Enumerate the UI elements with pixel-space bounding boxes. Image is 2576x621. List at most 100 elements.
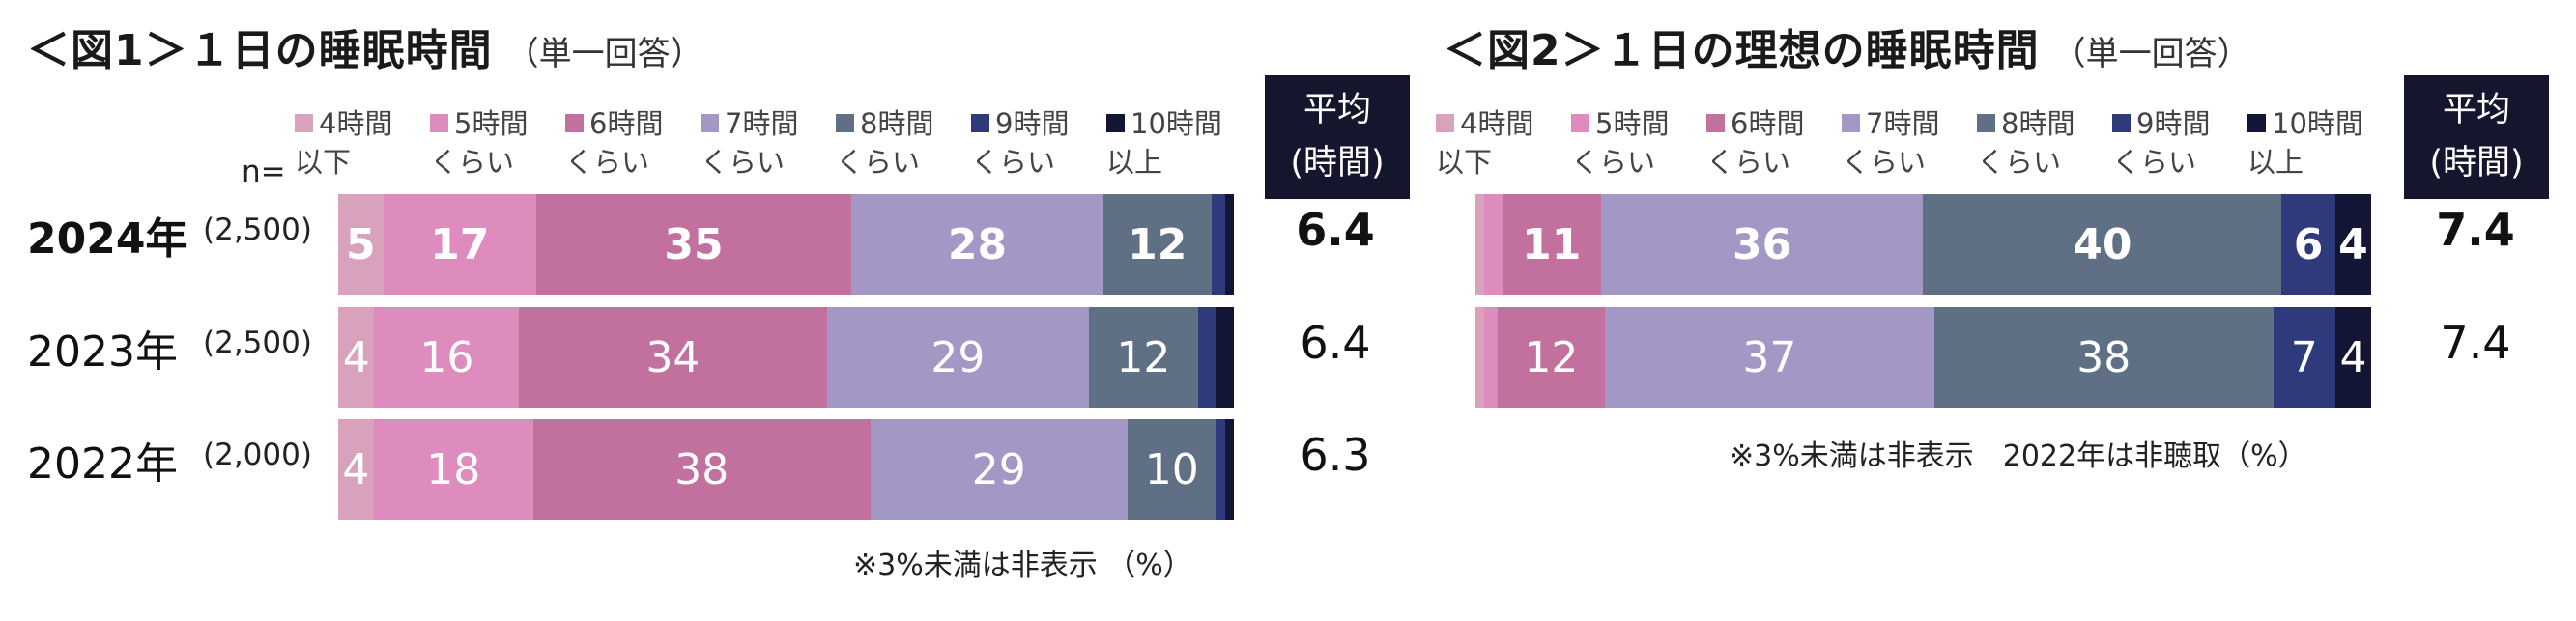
bar-segment [1484,307,1499,408]
bar-segment: 17 [383,194,536,295]
legend-label: 6時間くらい [565,104,664,182]
bar-segment: 18 [373,419,533,520]
row-average-value: 6.4 [1300,317,1371,369]
legend-swatch [430,114,448,132]
bar-segment: 7 [2273,307,2336,408]
legend-label-line: 以下 [295,146,352,179]
legend-swatch [971,114,989,132]
figure1-note: ※3%未満は非表示 （%） [853,549,1192,582]
row-sample-size: (2,500) [203,212,312,247]
legend-item: 9時間くらい [2112,104,2247,182]
legend-item: 8時間くらい [836,104,971,182]
row-year-label: 2023年 [27,327,178,377]
bar-segment: 34 [519,307,827,408]
legend-item: 10時間以上 [1106,104,1259,182]
legend-label: 5時間くらい [430,104,529,182]
legend-label: 6時間くらい [1706,104,1805,182]
figure1-average-header-line1: 平均 [1302,91,1371,129]
figure1-n-label: n= [242,155,286,189]
legend-label-line: 8時間 [2001,107,2075,140]
legend-label: 5時間くらい [1571,104,1669,182]
bar-segment: 4 [338,419,374,520]
figure2-title: ＜図2＞１日の理想の睡眠時間 （単一回答） [1444,15,2250,77]
bar-segment [1197,307,1216,408]
legend-label-line: 9時間 [2136,107,2211,140]
bar-segment: 37 [1604,307,1934,408]
legend-label-line: くらい [1706,146,1791,179]
legend-label-line: 10時間 [2272,107,2363,140]
legend-label-line: 5時間 [454,107,529,140]
bar-segment: 4 [338,307,375,408]
legend-label-line: くらい [565,146,650,179]
legend-item: 10時間以上 [2247,104,2392,182]
legend-label-line: くらい [1571,146,1656,179]
row-average-value: 6.3 [1300,429,1371,481]
legend-label-line: 8時間 [860,107,934,140]
legend-swatch [1977,114,1995,132]
figure2-note: ※3%未満は非表示 2022年は非聴取（%） [1730,439,2307,473]
legend-label-line: 4時間 [319,107,393,140]
bar-segment [1224,194,1234,295]
figure1-title-text: ＜図1＞１日の睡眠時間 [27,26,493,75]
legend-label-line: 以上 [2247,146,2304,179]
legend-item: 9時間くらい [971,104,1106,182]
legend-label-line: 6時間 [1731,107,1805,140]
bar-segment: 11 [1502,194,1601,295]
figure2-subtitle: （単一回答） [2052,35,2250,73]
figure2-average-header: 平均 (時間) [2404,75,2549,199]
bar-segment: 5 [338,194,384,295]
legend-item: 4時間以下 [295,104,430,182]
bar-segment [1224,419,1234,520]
bar-segment: 29 [870,419,1128,520]
legend-label: 4時間以下 [295,104,393,182]
legend-swatch [565,114,584,132]
bar-segment: 4 [2334,194,2371,295]
legend-label-line: 以下 [1436,146,1493,179]
bar-segment: 12 [1498,307,1605,408]
bar-segment: 35 [535,194,852,295]
row-year-label: 2022年 [27,439,178,489]
bar-segment: 38 [1934,307,2274,408]
legend-label: 4時間以下 [1436,104,1534,182]
legend-item: 6時間くらい [1706,104,1842,182]
bar-segment: 38 [532,419,871,520]
legend-label-line: 6時間 [589,107,664,140]
bar-segment: 16 [374,307,520,408]
figure2-average-header-line2: (時間) [2429,144,2524,183]
figure1-average-header: 平均 (時間) [1265,75,1410,199]
bar-segment [1216,307,1234,408]
legend-swatch [1106,114,1125,132]
legend-swatch [2112,114,2131,132]
legend-label-line: 以上 [1106,146,1163,179]
row-average-value: 6.4 [1296,204,1375,256]
legend-label: 10時間以上 [1106,104,1222,182]
legend-swatch [701,114,719,132]
row-average-value: 7.4 [2436,204,2515,256]
legend-item: 6時間くらい [565,104,701,182]
legend-item: 7時間くらい [1842,104,1977,182]
legend-item: 5時間くらい [430,104,565,182]
row-year-label: 2024年 [27,214,188,264]
legend-label-line: 4時間 [1460,107,1534,140]
legend-label-line: くらい [2112,146,2197,179]
legend-label-line: 7時間 [1866,107,1940,140]
row-average-value: 7.4 [2440,317,2511,369]
bar-segment: 29 [826,307,1090,408]
legend-label: 9時間くらい [971,104,1070,182]
legend-swatch [2247,114,2266,132]
row-sample-size: (2,000) [203,438,312,472]
legend-label-line: 10時間 [1131,107,1222,140]
figure1-title: ＜図1＞１日の睡眠時間（単一回答） [27,15,703,77]
legend-item: 7時間くらい [701,104,836,182]
legend-label: 10時間以上 [2247,104,2363,182]
legend-label-line: くらい [430,146,515,179]
legend-item: 8時間くらい [1977,104,2112,182]
figure2-title-text: ＜図2＞１日の理想の睡眠時間 [1444,26,2040,75]
legend-swatch [836,114,854,132]
legend-item: 5時間くらい [1571,104,1706,182]
legend-label-line: 9時間 [995,107,1070,140]
bar-segment: 6 [2281,194,2335,295]
